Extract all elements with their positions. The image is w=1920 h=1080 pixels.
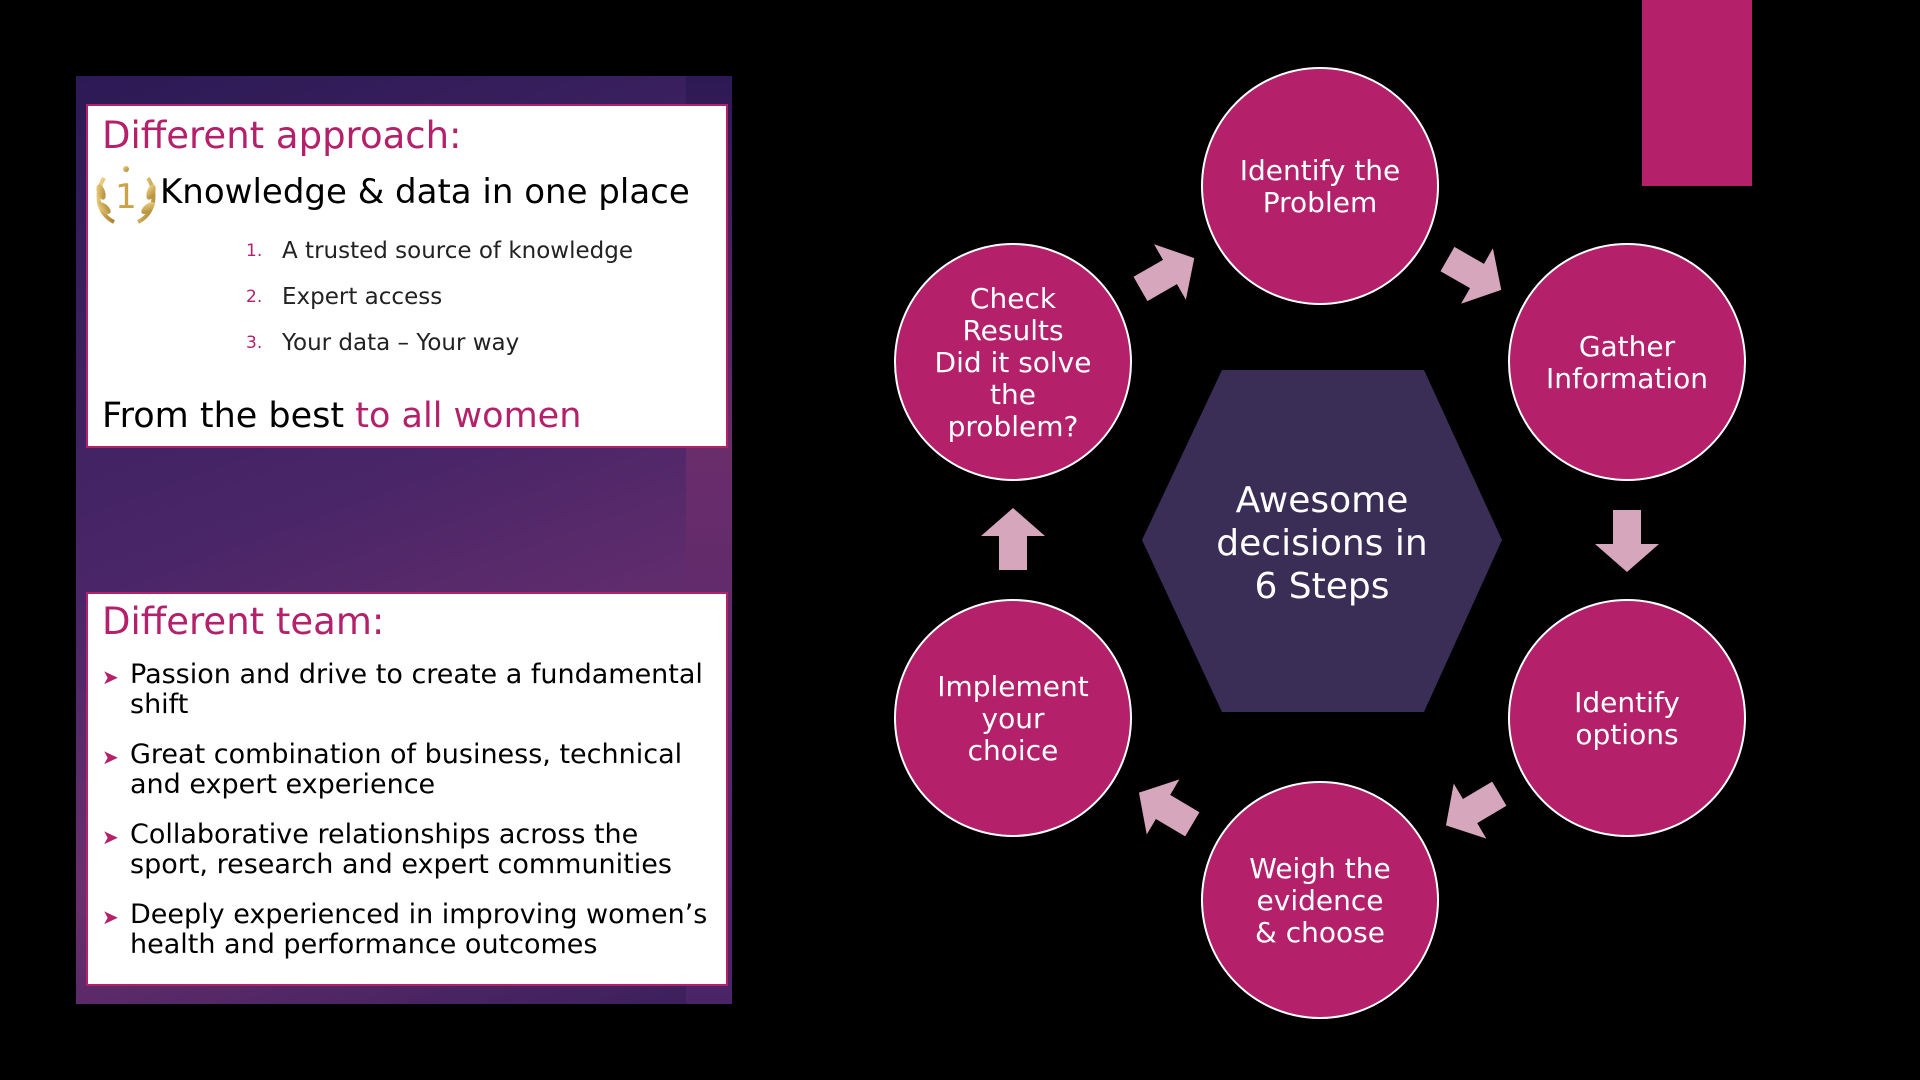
step-label: Gather bbox=[1579, 330, 1676, 363]
step-label: choice bbox=[968, 734, 1059, 767]
list-item: ➤Deeply experienced in improving women’s… bbox=[102, 899, 708, 960]
team-title: Different team: bbox=[102, 600, 385, 643]
step-label: Identify bbox=[1574, 686, 1680, 719]
arrow-bullet-icon: ➤ bbox=[102, 745, 119, 769]
team-card: Different team: ➤Passion and drive to cr… bbox=[86, 592, 728, 986]
step-circle bbox=[1508, 599, 1746, 837]
approach-headline: Knowledge & data in one place bbox=[160, 172, 690, 212]
arrow-bullet-icon: ➤ bbox=[102, 665, 119, 689]
list-item: 2.Expert access bbox=[246, 284, 443, 310]
approach-list: 1.A trusted source of knowledge 2.Expert… bbox=[246, 228, 633, 366]
step-label: Results bbox=[962, 314, 1063, 347]
approach-card: Different approach: 1 Knowledge & data i… bbox=[86, 104, 728, 448]
badge-number: 1 bbox=[115, 177, 137, 217]
step-circle bbox=[894, 599, 1132, 837]
step-circle bbox=[1508, 243, 1746, 481]
laurel-number-one-icon: 1 bbox=[96, 166, 156, 224]
list-item: ➤Passion and drive to create a fundament… bbox=[102, 659, 703, 720]
flow-arrow-icon bbox=[1595, 510, 1659, 572]
step-label: options bbox=[1575, 718, 1678, 751]
step-circle bbox=[894, 243, 1132, 481]
flow-arrow-icon bbox=[1445, 781, 1507, 839]
step-label: Check bbox=[970, 282, 1057, 315]
flow-arrow-icon bbox=[1440, 246, 1502, 304]
center-hexagon bbox=[1142, 370, 1502, 712]
list-item: ➤Great combination of business, technica… bbox=[102, 739, 683, 800]
step-label: Information bbox=[1546, 362, 1708, 395]
step-circle bbox=[1201, 67, 1439, 305]
tagline-highlight: to all women bbox=[355, 396, 582, 436]
step-label: & choose bbox=[1255, 916, 1385, 949]
list-item: 1.A trusted source of knowledge bbox=[246, 238, 633, 264]
list-item: 3.Your data – Your way bbox=[246, 330, 520, 356]
step-label: Weigh the bbox=[1249, 852, 1390, 885]
step-label: the bbox=[990, 378, 1036, 411]
step-label: evidence bbox=[1257, 884, 1384, 917]
step-label: problem? bbox=[948, 410, 1079, 443]
center-label: 6 Steps bbox=[1254, 566, 1389, 607]
step-label: your bbox=[982, 702, 1045, 735]
list-item: ➤Collaborative relationships across the … bbox=[102, 819, 672, 880]
arrow-bullet-icon: ➤ bbox=[102, 905, 119, 929]
flow-arrow-icon bbox=[1138, 779, 1200, 837]
step-label: Identify the bbox=[1240, 154, 1401, 187]
center-label: Awesome bbox=[1236, 480, 1409, 521]
arrow-bullet-icon: ➤ bbox=[102, 825, 119, 849]
approach-title: Different approach: bbox=[102, 114, 462, 157]
approach-tagline: From the best to all women bbox=[102, 396, 582, 436]
flow-arrow-icon bbox=[1133, 244, 1195, 302]
accent-bar bbox=[1642, 0, 1752, 186]
step-label: Did it solve bbox=[935, 346, 1092, 379]
center-label: decisions in bbox=[1216, 523, 1427, 564]
step-circle bbox=[1201, 781, 1439, 1019]
step-label: Implement bbox=[937, 670, 1089, 703]
step-label: Problem bbox=[1263, 186, 1377, 219]
flow-arrow-icon bbox=[981, 508, 1045, 570]
team-list: ➤Passion and drive to create a fundament… bbox=[102, 660, 722, 980]
